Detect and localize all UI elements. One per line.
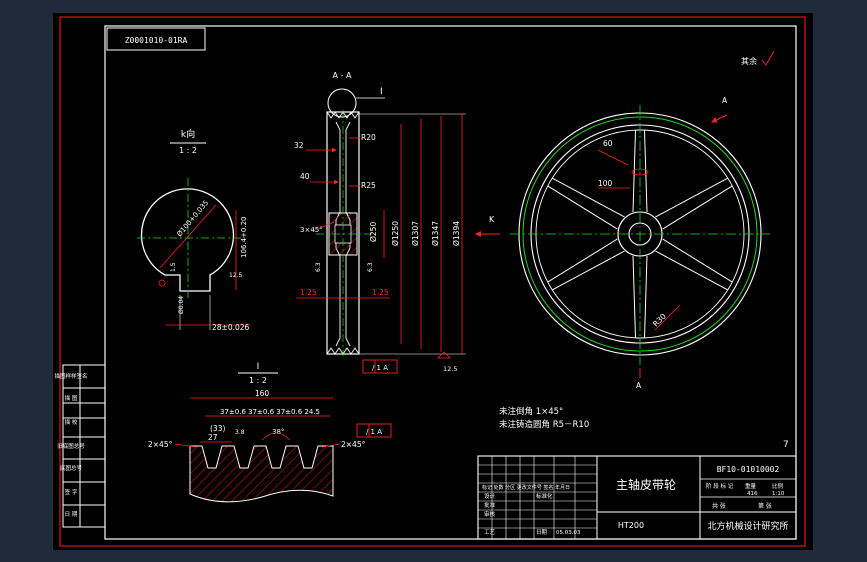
dim-d1394: Ø1394: [452, 221, 461, 246]
section-label: A - A: [333, 71, 352, 80]
wheel-spokes: [547, 129, 733, 339]
detail-chamfer-right: 2×45°: [341, 440, 366, 449]
detail-scale: 1 : 2: [249, 376, 267, 385]
section-detail-marker: I: [380, 87, 383, 97]
kview-bore-outline: [140, 188, 235, 292]
section-rough: 12.5: [443, 365, 457, 373]
front-view: 60 100 R30 A A: [510, 96, 770, 390]
wheel-spoke: [655, 177, 733, 230]
dim-40: 40: [300, 172, 310, 181]
tb-std: 标准化: [536, 492, 553, 500]
tb-sheet-this: 第 张: [758, 502, 772, 510]
section-runout: / 1 A: [372, 364, 388, 372]
dim-d1307: Ø1307: [411, 221, 420, 246]
tb-date-label: 日期: [536, 529, 548, 536]
tb-stage: 阶 段 标 记: [706, 482, 734, 490]
code-stamp-text: Z0001010-01RA: [125, 36, 188, 45]
detail-chamfer-left: 2×45°: [148, 440, 173, 449]
tb-process: 工艺: [484, 529, 496, 536]
left-stamp-label: 签 字: [65, 488, 78, 496]
wheel-spoke: [547, 177, 625, 230]
left-stamp-label: 描图样样签名: [54, 372, 87, 380]
detail-pitch-row: 37±0.6 37±0.6 37±0.6 24.5: [220, 408, 320, 416]
dim-tol-left: 1.25: [300, 288, 317, 297]
tb-ratio-val: 1:10: [772, 491, 785, 497]
left-stamp-label: 描 图: [65, 394, 78, 402]
kview-width-dim: 28±0.026: [212, 323, 250, 332]
others-note-text: 其余: [741, 56, 757, 66]
others-note: 其余: [741, 50, 775, 66]
left-stamp-label: 底图总号: [60, 464, 83, 472]
wheel-spoke: [632, 129, 648, 213]
detail-label: I: [257, 362, 260, 372]
dim-d1250: Ø1250: [391, 221, 400, 246]
detail-d38b: 3.8: [235, 429, 245, 436]
wheel-spoke: [655, 238, 733, 291]
part-name: 主轴皮带轮: [616, 477, 676, 492]
kview-rtol: 1.5: [170, 262, 177, 272]
kview-rough: 12.5: [229, 272, 243, 279]
tb-sheet-total: 共 张: [712, 502, 726, 510]
front-dim-60: 60: [603, 139, 613, 148]
detail-d33: (33): [210, 424, 225, 433]
material: HT200: [618, 521, 644, 530]
kview-key-dim: Ø0.04: [178, 296, 185, 314]
wheel-spoke: [547, 238, 625, 291]
kview-label: k向: [181, 128, 195, 140]
tb-weight-hdr: 重量: [745, 482, 757, 490]
note-line-2: 未注铸造圆角 R5－R10: [499, 419, 589, 430]
code-stamp: Z0001010-01RA: [106, 27, 206, 51]
kview-height-dim: 106.4+0.20: [240, 217, 248, 259]
note-line-1: 未注倒角 1×45°: [499, 406, 563, 417]
dim-small-left: 6.3: [315, 262, 322, 272]
title-block: 主轴皮带轮 BF10-01010002 HT200 北方机械设计研究所 阶 段 …: [477, 455, 797, 540]
dim-chamfer: 3×45°: [300, 226, 323, 234]
left-stamp-label: 描 校: [65, 418, 78, 426]
tb-rev-row: 标记 处数 分区 更改文件号 签名 年月日: [482, 484, 570, 491]
dim-d250: Ø250: [369, 222, 378, 242]
section-mark-bottom: A: [636, 381, 642, 390]
tb-ratio-hdr: 比例: [772, 482, 784, 490]
section-mark-top: A: [722, 96, 728, 105]
dim-r20: R20: [361, 133, 376, 142]
sheet-number: 7: [783, 440, 789, 450]
left-stamp-label: 旧底图总号: [57, 442, 85, 450]
dim-tol-right: 1.25: [372, 288, 389, 297]
front-dim-100: 100: [598, 179, 613, 188]
k-arrow: K: [475, 215, 500, 237]
detail-d27: 27: [208, 433, 218, 442]
drawing-sheet: [53, 13, 813, 550]
dim-r25: R25: [361, 181, 376, 190]
dim-32: 32: [294, 141, 304, 150]
wheel-spoke: [632, 255, 648, 339]
k-arrow-label: K: [489, 215, 495, 224]
detail-total: 160: [255, 389, 270, 398]
drawing-number: BF10-01010002: [717, 465, 780, 474]
outer-frame: [59, 16, 806, 547]
tb-date-value: 05.03.03: [556, 530, 581, 536]
tb-check: 审核: [484, 510, 496, 518]
section-a-a: A - A I Ø250 Ø1250 Ø1307 Ø1347 Ø1394 32: [294, 71, 466, 374]
inner-frame: [104, 25, 797, 540]
detail-runout: / 1 A: [366, 428, 382, 436]
tb-design: 设计: [484, 492, 496, 500]
left-stamp-label: 日 期: [65, 511, 78, 518]
detail-i: I 1 : 2 160 37±0.6 37±0.6 37±0.6 24.5 (3…: [148, 362, 392, 503]
tb-approve: 批准: [484, 501, 496, 509]
tb-weight-val: 416: [747, 491, 758, 497]
dim-small-right: 6.3: [367, 262, 374, 272]
kview-scale: 1 : 2: [179, 146, 197, 155]
technical-notes: 未注倒角 1×45° 未注铸造圆角 R5－R10: [499, 406, 589, 430]
dim-d1347: Ø1347: [431, 221, 440, 246]
company-name: 北方机械设计研究所: [707, 520, 788, 532]
detail-groove-profile: [189, 445, 334, 503]
detail-d38: 38°: [272, 428, 284, 436]
